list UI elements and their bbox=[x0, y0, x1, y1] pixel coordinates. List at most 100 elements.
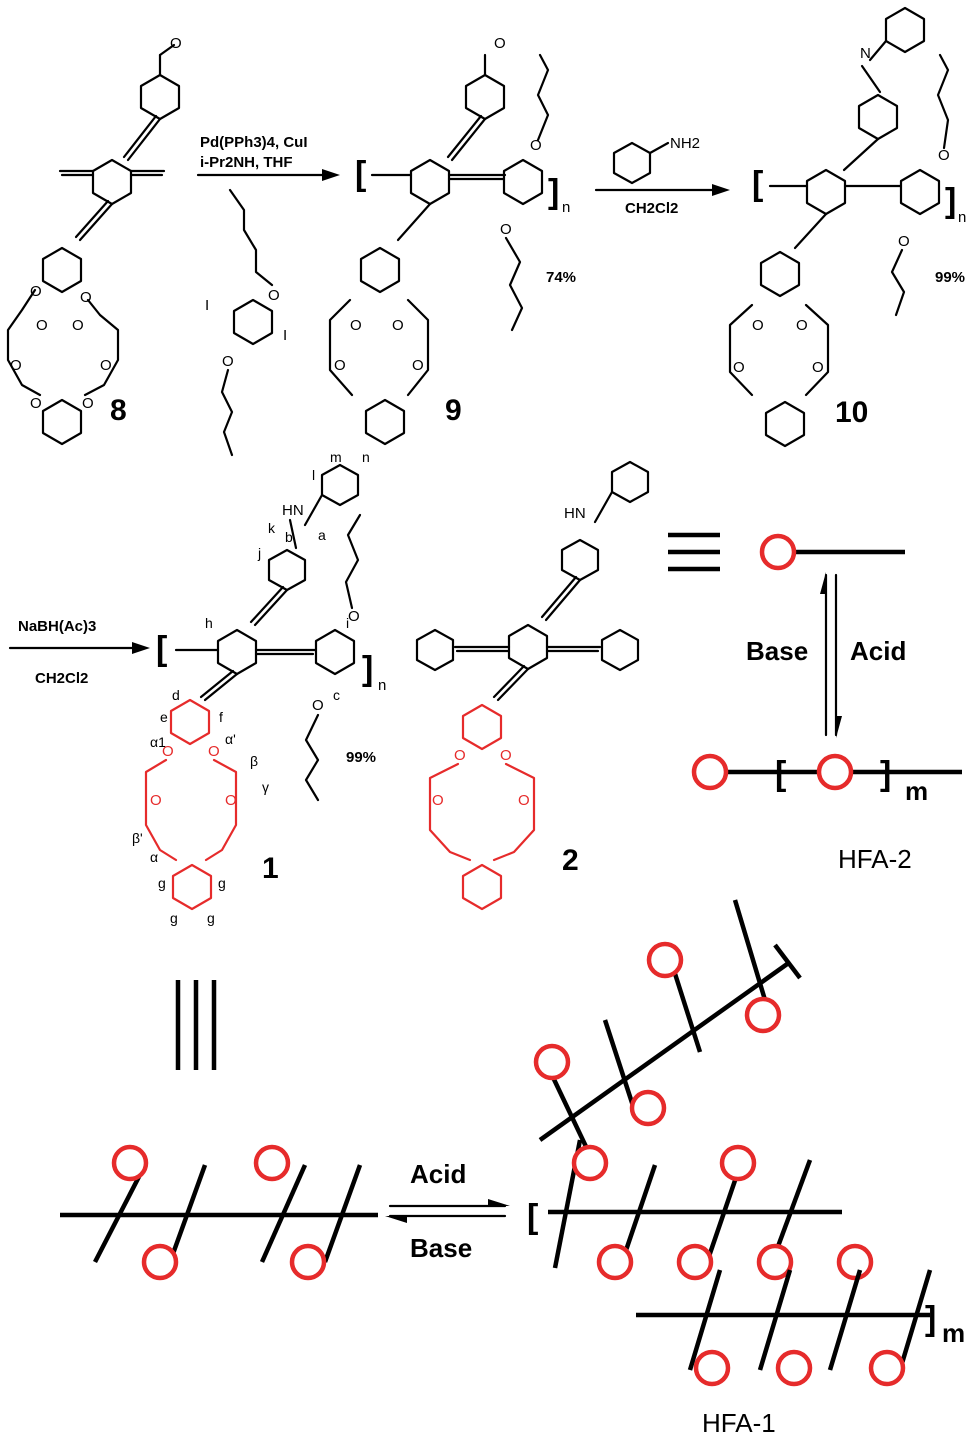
svg-text:f: f bbox=[219, 709, 223, 725]
svg-text:O: O bbox=[312, 697, 324, 714]
svg-text:]: ] bbox=[945, 182, 956, 220]
svg-text:j: j bbox=[257, 545, 261, 561]
equilibrium-bottom: Acid Base bbox=[385, 1159, 510, 1263]
svg-text:I: I bbox=[283, 327, 287, 344]
svg-text:O: O bbox=[100, 357, 112, 374]
svg-text:HN: HN bbox=[564, 505, 586, 522]
yield-10: 99% bbox=[935, 269, 965, 286]
equilibrium-acid-label: Acid bbox=[850, 636, 906, 666]
svg-text:O: O bbox=[170, 35, 182, 52]
svg-text:O: O bbox=[72, 317, 84, 334]
ring-icon bbox=[775, 1349, 813, 1387]
svg-text:O: O bbox=[10, 357, 22, 374]
compound-9-number: 9 bbox=[445, 394, 462, 427]
yield-9: 74% bbox=[546, 269, 576, 286]
compound-1: m n l HN a b k j h [ i ] n O O c 99% d e… bbox=[132, 449, 386, 926]
svg-text:O: O bbox=[162, 743, 174, 760]
reaction-step-3: NaBH(Ac)3 CH2Cl2 bbox=[8, 618, 150, 687]
hfa-2-repeat: m bbox=[905, 776, 928, 806]
svg-text:I: I bbox=[205, 297, 209, 314]
svg-text:O: O bbox=[222, 353, 234, 370]
svg-text:O: O bbox=[500, 221, 512, 238]
svg-text:O: O bbox=[350, 317, 362, 334]
svg-text:O: O bbox=[30, 395, 42, 412]
svg-text:O: O bbox=[796, 317, 808, 334]
svg-text:O: O bbox=[30, 283, 42, 300]
compound-8: O O O O O O O O O 8 bbox=[6, 35, 182, 446]
ring-icon bbox=[571, 1144, 609, 1182]
bottom-acid-label: Acid bbox=[410, 1159, 466, 1189]
ring-icon bbox=[836, 1243, 874, 1281]
svg-text:O: O bbox=[150, 792, 162, 809]
svg-text:N: N bbox=[860, 45, 871, 62]
ring-icon bbox=[253, 1144, 291, 1182]
svg-text:[: [ bbox=[752, 165, 763, 203]
compound-2-number: 2 bbox=[562, 844, 579, 877]
svg-text:g: g bbox=[218, 875, 226, 891]
svg-text:O: O bbox=[432, 792, 444, 809]
svg-text:O: O bbox=[454, 747, 466, 764]
yield-1: 99% bbox=[346, 749, 376, 766]
svg-text:[: [ bbox=[527, 1198, 538, 1236]
svg-text:e: e bbox=[160, 709, 168, 725]
svg-text:O: O bbox=[348, 608, 360, 625]
svg-text:[: [ bbox=[775, 755, 786, 793]
svg-text:O: O bbox=[412, 357, 424, 374]
svg-text:d: d bbox=[172, 687, 180, 703]
ring-icon bbox=[289, 1243, 327, 1281]
svg-text:n: n bbox=[362, 449, 370, 465]
step3-reagent: NaBH(Ac)3 bbox=[18, 618, 96, 635]
equivalence-symbol-bottom bbox=[175, 980, 217, 1070]
ring-icon bbox=[646, 941, 684, 979]
svg-text:]: ] bbox=[362, 650, 373, 688]
svg-text:b: b bbox=[285, 529, 293, 545]
svg-text:α1: α1 bbox=[150, 734, 166, 750]
ring-icon bbox=[693, 1349, 731, 1387]
ring-icon bbox=[111, 1144, 149, 1182]
ring-icon bbox=[756, 1243, 794, 1281]
ring-repeat-icon bbox=[816, 753, 854, 791]
ring-icon bbox=[596, 1243, 634, 1281]
svg-text:O: O bbox=[518, 792, 530, 809]
svg-text:]: ] bbox=[548, 173, 559, 211]
reaction-step-2: NH2 CH2Cl2 bbox=[594, 135, 730, 217]
compound-1-number: 1 bbox=[262, 852, 279, 885]
svg-text:O: O bbox=[752, 317, 764, 334]
ring-end-icon bbox=[691, 753, 729, 791]
equilibrium-base-label: Base bbox=[746, 636, 808, 666]
svg-text:O: O bbox=[530, 137, 542, 154]
svg-text:O: O bbox=[208, 743, 220, 760]
svg-text:a: a bbox=[318, 527, 326, 543]
svg-text:O: O bbox=[898, 233, 910, 250]
svg-text:O: O bbox=[80, 289, 92, 306]
svg-text:HN: HN bbox=[282, 502, 304, 519]
svg-text:k: k bbox=[268, 520, 276, 536]
hfa-1-network: [ ] m HFA-1 bbox=[527, 899, 965, 1438]
step2-solvent: CH2Cl2 bbox=[625, 200, 678, 217]
svg-text:β': β' bbox=[132, 830, 143, 846]
ring-icon bbox=[868, 1349, 906, 1387]
svg-text:m: m bbox=[330, 449, 342, 465]
crown-ring-icon bbox=[759, 533, 797, 571]
repeat-n-1: n bbox=[378, 677, 386, 694]
svg-text:c: c bbox=[333, 687, 340, 703]
svg-text:O: O bbox=[500, 747, 512, 764]
svg-text:O: O bbox=[268, 287, 280, 304]
svg-text:O: O bbox=[82, 395, 94, 412]
repeat-n-9: n bbox=[562, 199, 570, 216]
ring-icon bbox=[719, 1144, 757, 1182]
svg-text:l: l bbox=[312, 467, 315, 483]
svg-text:α: α bbox=[150, 849, 158, 865]
svg-text:h: h bbox=[205, 615, 213, 631]
compound-2: HN O O O O 2 bbox=[415, 460, 650, 911]
compound-10-number: 10 bbox=[835, 396, 868, 429]
ring-icon bbox=[676, 1243, 714, 1281]
step1-base-solvent: i-Pr2NH, THF bbox=[200, 154, 293, 171]
hfa-1-label: HFA-1 bbox=[702, 1408, 776, 1438]
svg-text:g: g bbox=[170, 910, 178, 926]
svg-text:β: β bbox=[250, 753, 258, 769]
svg-text:O: O bbox=[938, 147, 950, 164]
ring-icon bbox=[629, 1089, 667, 1127]
svg-text:O: O bbox=[733, 359, 745, 376]
